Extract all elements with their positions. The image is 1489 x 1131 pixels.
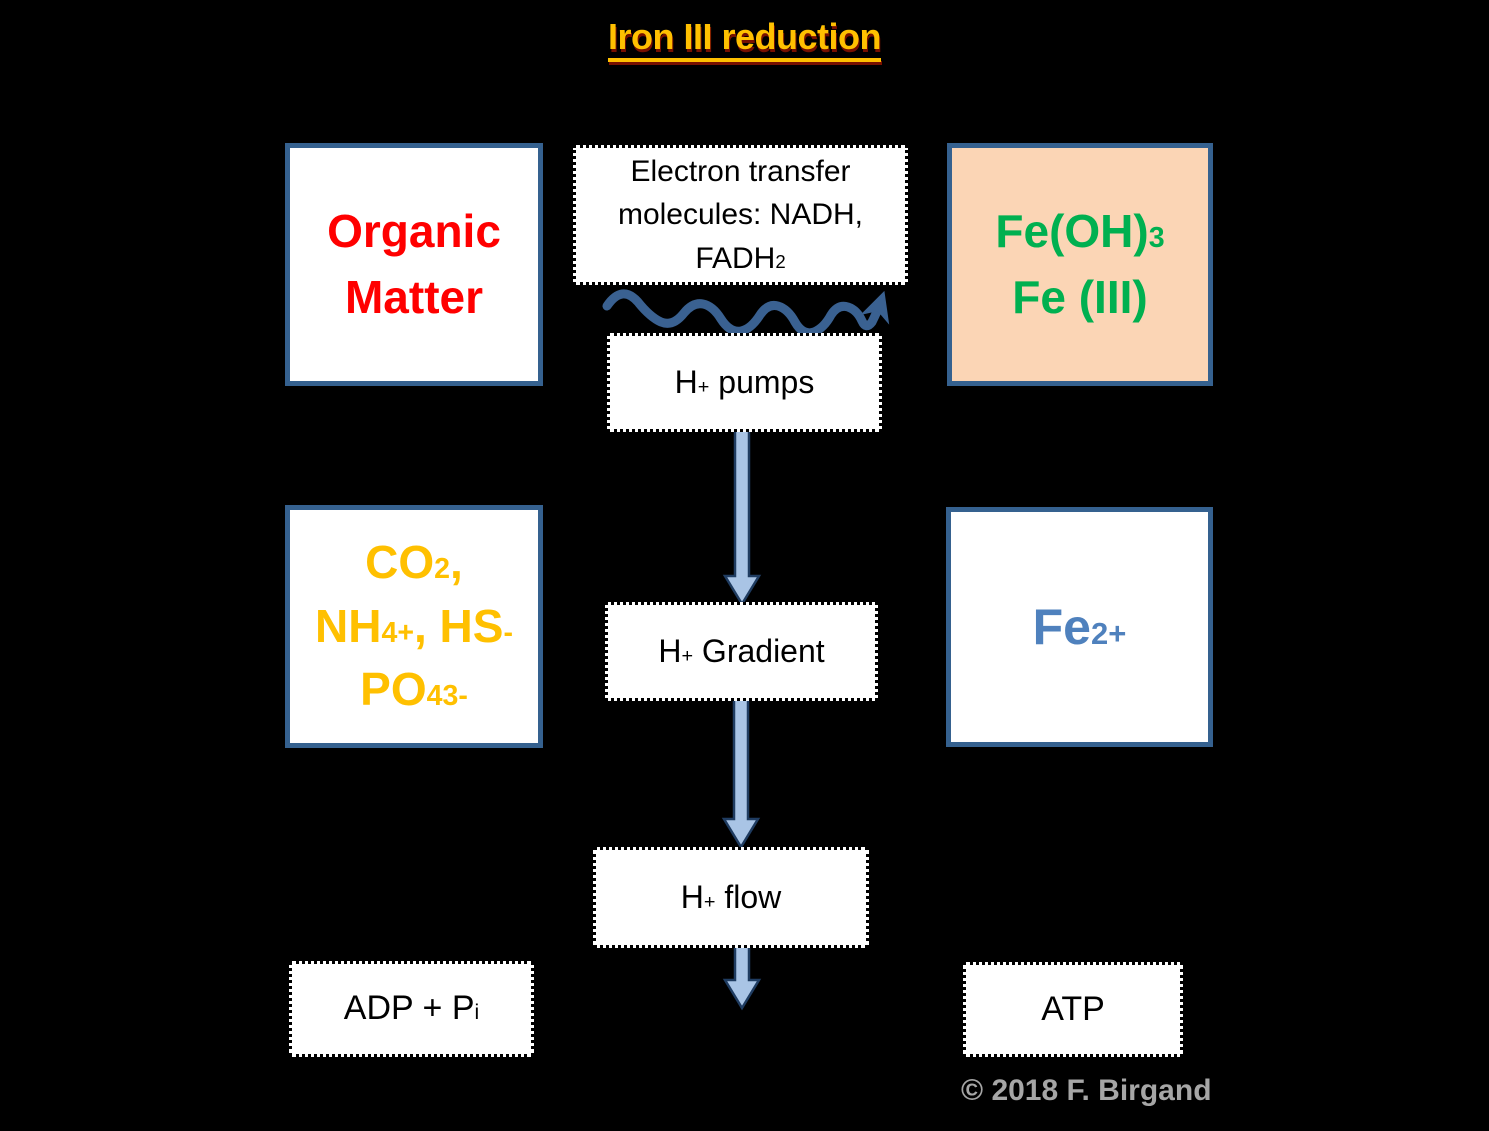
box-atp: ATP bbox=[963, 962, 1183, 1057]
box-h-pumps: H+ pumps bbox=[607, 333, 882, 432]
down-arrow-flow-to-bottom bbox=[722, 942, 762, 1011]
box-iron2: Fe2+ bbox=[946, 507, 1213, 747]
down-arrow-pumps-to-gradient bbox=[722, 426, 762, 607]
diagram-title: Iron III reduction bbox=[607, 16, 882, 57]
wavy-electron-transfer-arrow bbox=[602, 289, 890, 338]
box-h-gradient: H+ Gradient bbox=[605, 602, 878, 701]
box-mineral-products: CO2,NH4+, HS-PO43- bbox=[285, 505, 543, 748]
box-adp-pi: ADP + Pi bbox=[289, 961, 534, 1057]
title-container: Iron III reduction bbox=[0, 16, 1489, 58]
copyright-text: © 2018 F. Birgand bbox=[961, 1074, 1212, 1107]
box-h-flow: H+ flow bbox=[593, 847, 869, 948]
down-arrow-gradient-to-flow bbox=[721, 696, 761, 850]
